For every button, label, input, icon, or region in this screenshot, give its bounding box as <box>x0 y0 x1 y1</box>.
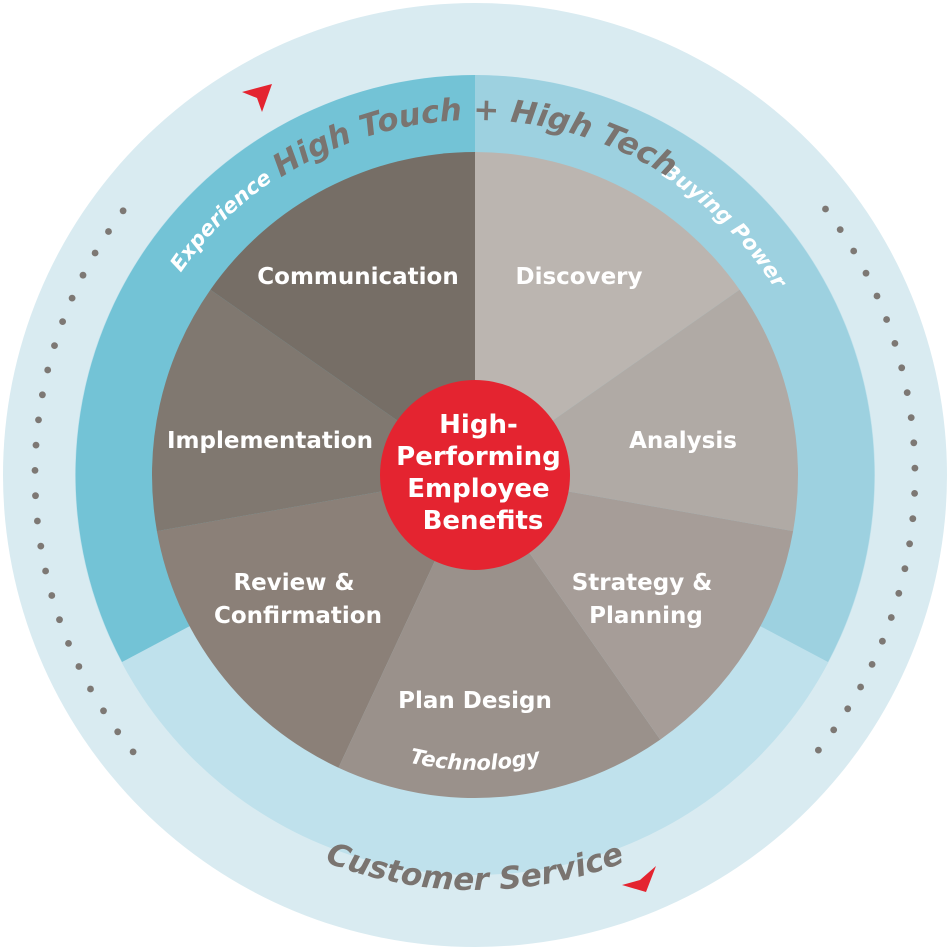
cycle-dot <box>31 467 39 474</box>
cycle-dot <box>822 205 829 213</box>
center-label-line-1: High- <box>439 410 518 440</box>
cycle-dot <box>911 490 918 497</box>
cycle-dot <box>901 565 909 573</box>
cycle-dot <box>844 705 852 713</box>
cycle-dot <box>909 515 917 523</box>
cycle-dot <box>42 567 49 575</box>
segment-communication <box>210 152 476 475</box>
center-label-line-4: Benefits <box>423 506 544 536</box>
cycle-dot <box>907 414 915 421</box>
bottom-arrow-icon <box>622 866 656 892</box>
center-label: High- Performing Employee Benefits <box>396 410 570 536</box>
cycle-dot <box>883 316 890 323</box>
top-arrow-icon <box>242 84 272 112</box>
cycle-dot <box>895 589 903 597</box>
cycle-dot <box>910 439 918 447</box>
cycle-dot <box>59 318 66 325</box>
segment-label-analysis: Analysis <box>629 428 737 454</box>
cycle-dot <box>903 389 911 396</box>
cycle-dot <box>906 540 913 548</box>
cycle-dot <box>87 685 94 693</box>
cycle-dot <box>887 614 895 621</box>
cycle-dot <box>51 342 58 349</box>
center-label-line-3: Employee <box>407 474 549 504</box>
cycle-dot <box>44 366 52 374</box>
cycle-dot <box>48 592 56 599</box>
cycle-dot <box>836 226 844 234</box>
cycle-dot <box>879 637 886 645</box>
segment-label-communication: Communication <box>257 264 458 290</box>
cycle-dot <box>830 726 838 734</box>
cycle-dot <box>891 340 899 347</box>
cycle-dot <box>129 748 137 756</box>
cycle-dot <box>56 616 63 624</box>
segment-label-review-confirmation: Review & Confirmation <box>214 570 382 629</box>
center-circle <box>380 380 570 570</box>
cycle-dot <box>862 269 870 277</box>
cycle-dot <box>911 464 919 472</box>
segment-review-confirmation <box>156 475 475 768</box>
cycle-dot <box>75 663 83 670</box>
center-label-line-2: Performing <box>396 442 561 472</box>
cycle-dot <box>65 640 72 647</box>
cycle-dot <box>815 746 822 754</box>
cycle-dot <box>119 207 127 215</box>
segment-label-plan-design: Plan Design <box>398 688 552 714</box>
segment-label-strategy-planning: Strategy & Planning <box>572 570 721 629</box>
cycle-dot <box>79 271 87 279</box>
cycle-dot <box>37 542 45 550</box>
segment-label-implementation: Implementation <box>167 428 373 454</box>
segment-label-discovery: Discovery <box>515 264 642 290</box>
cycle-dot <box>68 294 76 302</box>
segment-discovery <box>475 152 740 475</box>
cycle-dot <box>868 661 876 668</box>
segment-plan-design <box>338 475 661 798</box>
cycle-dot <box>39 391 46 399</box>
cycle-dot <box>114 728 122 736</box>
cycle-dot <box>34 517 41 525</box>
cycle-dot <box>850 247 858 255</box>
cycle-dot <box>105 228 112 235</box>
cycle-dot <box>32 492 39 500</box>
segment-strategy-planning <box>475 475 794 740</box>
cycle-dot <box>898 364 906 372</box>
cycle-dot <box>91 249 99 257</box>
cycle-dot <box>857 683 864 691</box>
dotted-cycle-path <box>31 205 919 756</box>
cycle-dot <box>35 416 42 424</box>
cycle-dot <box>873 292 881 300</box>
cycle-dot <box>32 441 40 449</box>
cycle-dot <box>100 707 107 715</box>
